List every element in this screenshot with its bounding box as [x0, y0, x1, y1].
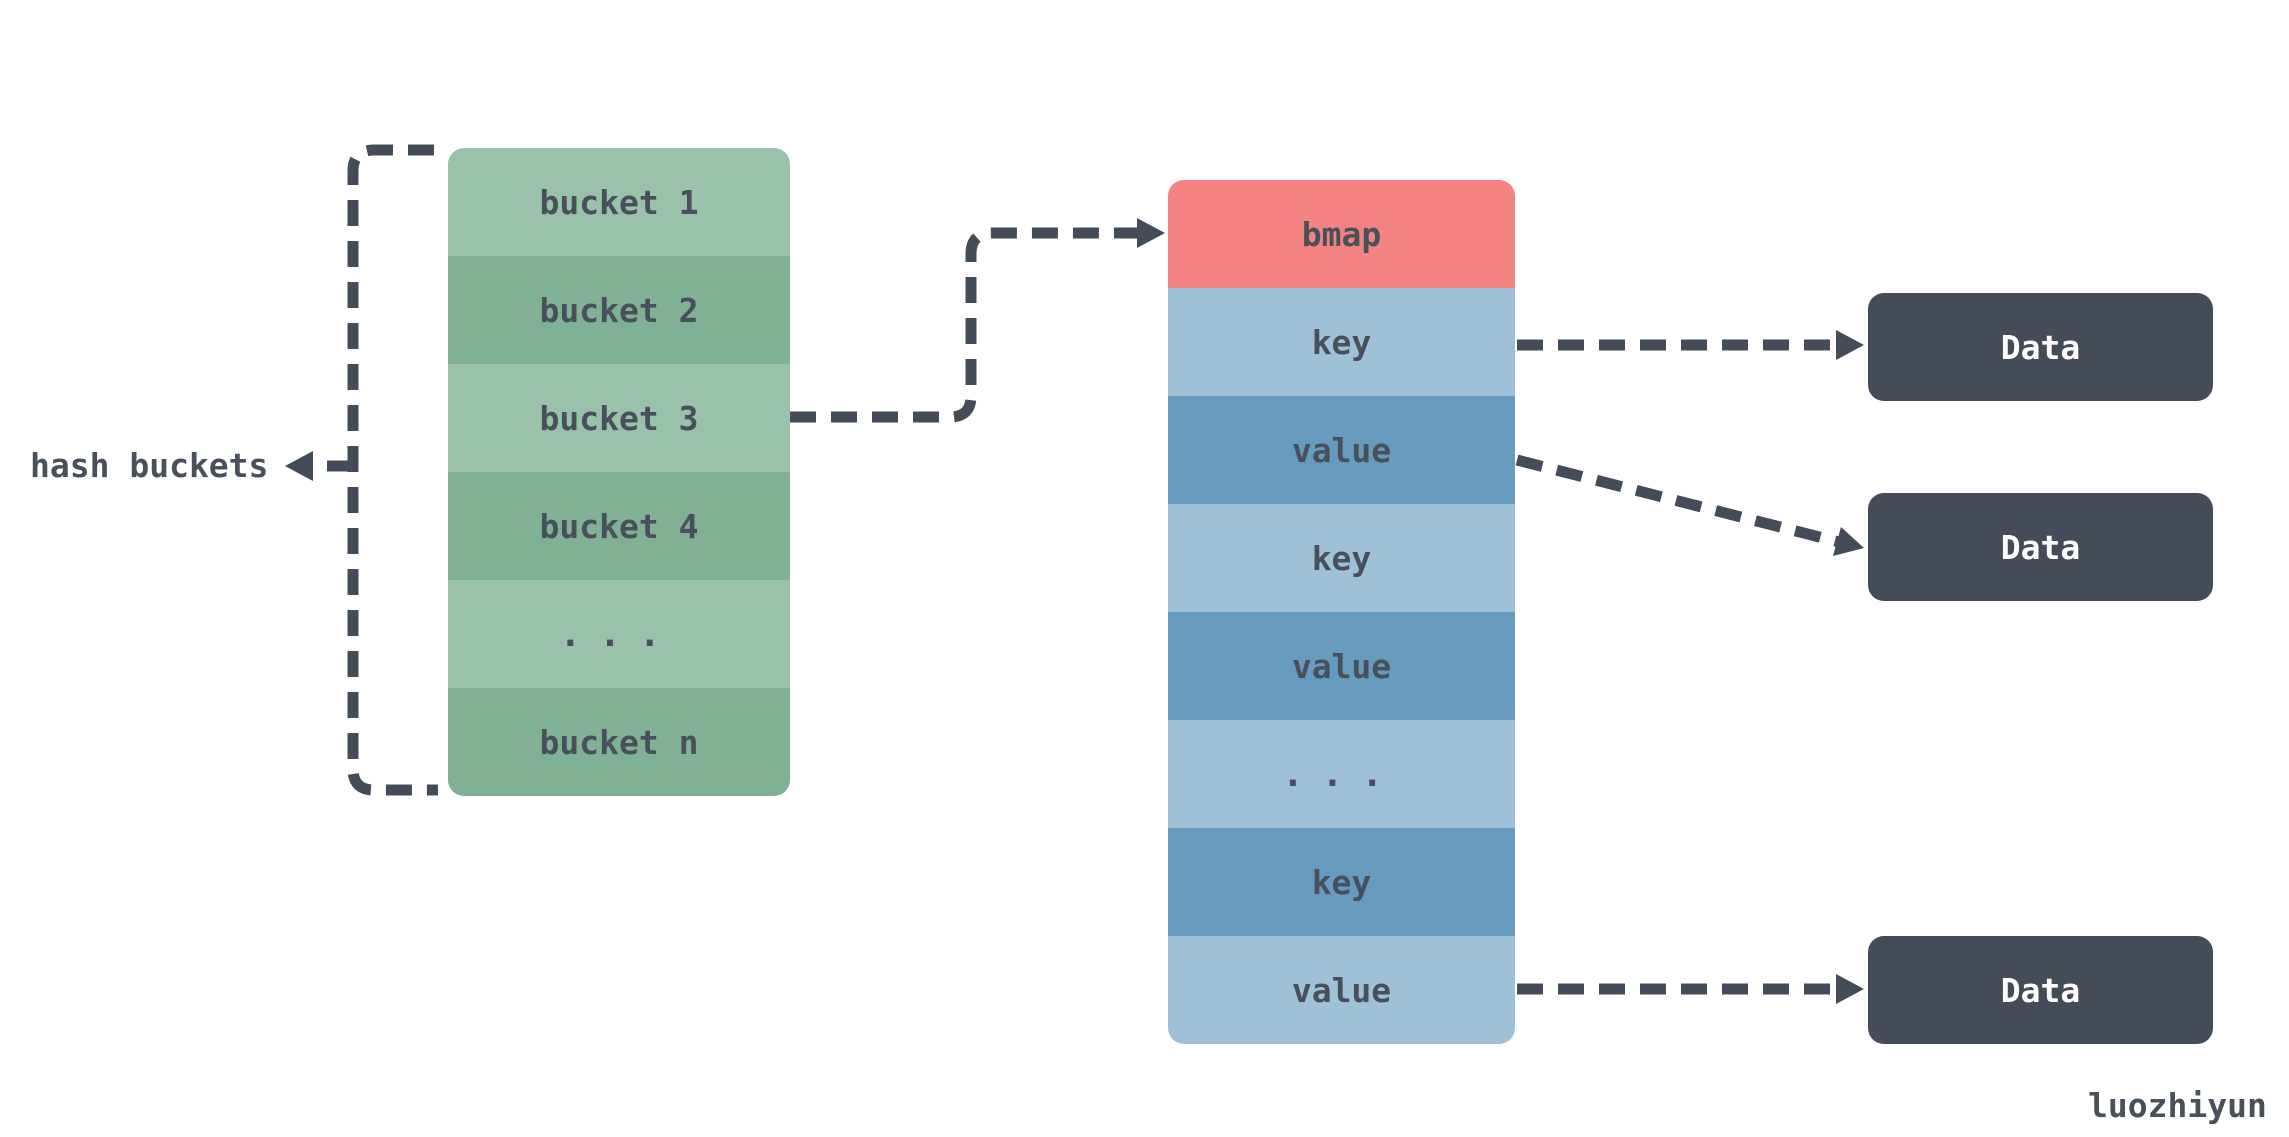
- key-row-1: key: [1168, 288, 1515, 396]
- data-box-2: Data: [1868, 493, 2213, 601]
- bucket-row-2: bucket 2: [448, 256, 790, 364]
- arrowhead-data2-icon: [1833, 527, 1864, 556]
- bucket-row-4: bucket 4: [448, 472, 790, 580]
- arrow-line-bucket3-to-bmap: [790, 227, 1146, 423]
- hash-buckets-label: hash buckets: [30, 446, 269, 485]
- arrow-line-value1-to-data2: [1515, 454, 1841, 548]
- kv-row-ellipsis: ...: [1168, 720, 1515, 828]
- value-row-n: value: [1168, 936, 1515, 1044]
- bucket-row-1: bucket 1: [448, 148, 790, 256]
- bmap-header-row: bmap: [1168, 180, 1515, 288]
- value-row-2: value: [1168, 612, 1515, 720]
- bucket-row-ellipsis: ...: [448, 580, 790, 688]
- key-row-2: key: [1168, 504, 1515, 612]
- bmap-stack: bmap key value key value ... key value: [1168, 180, 1515, 1044]
- arrowhead-data3-icon: [1836, 974, 1864, 1004]
- data-box-1: Data: [1868, 293, 2213, 401]
- hash-buckets-bracket: [347, 144, 438, 796]
- watermark-author: luozhiyun: [2088, 1086, 2267, 1125]
- bucket-row-3: bucket 3: [448, 364, 790, 472]
- arrowhead-data1-icon: [1836, 330, 1864, 360]
- value-row-1: value: [1168, 396, 1515, 504]
- data-box-3: Data: [1868, 936, 2213, 1044]
- bucket-row-n: bucket n: [448, 688, 790, 796]
- hash-buckets-stack: bucket 1 bucket 2 bucket 3 bucket 4 ... …: [448, 148, 790, 796]
- arrowhead-bmap-icon: [1137, 218, 1165, 248]
- key-row-n: key: [1168, 828, 1515, 936]
- arrowhead-left-icon: [285, 451, 313, 481]
